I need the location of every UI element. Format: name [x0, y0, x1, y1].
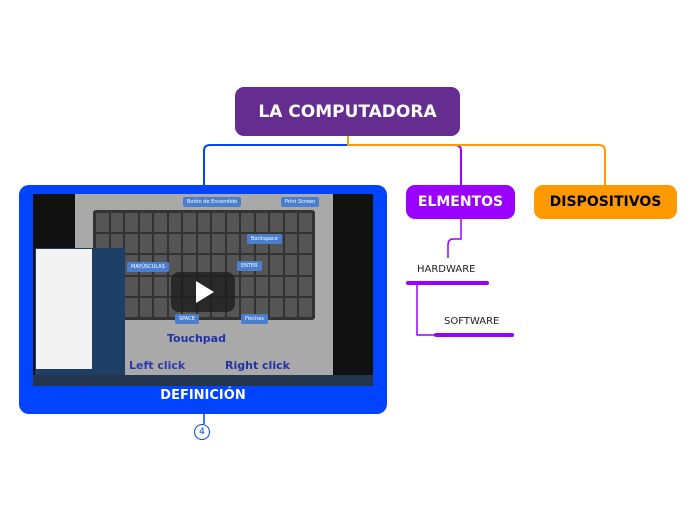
taskbar-image — [33, 375, 373, 386]
video-label: Flechas — [241, 314, 268, 324]
attachment-count-badge[interactable]: 4 — [194, 424, 210, 440]
subtopic-underline — [434, 333, 514, 337]
subtopic-underline — [406, 281, 489, 285]
keyboard-image — [93, 210, 315, 320]
topic-label: ELMENTOS — [417, 194, 504, 210]
topic-definicion[interactable]: Botón de Encendido Print Screen Backspac… — [19, 185, 387, 414]
topic-elmentos[interactable]: ELMENTOS — [406, 185, 515, 219]
video-label: Botón de Encendido — [183, 197, 242, 207]
video-label: Right click — [225, 359, 290, 372]
video-label: Backspace — [247, 234, 282, 244]
play-icon[interactable] — [171, 272, 235, 312]
video-label: MAYÚSCULAS — [127, 262, 169, 272]
subtopic-software[interactable]: SOFTWARE — [444, 316, 500, 327]
video-label: ENTER — [237, 261, 262, 271]
video-label: SPACE — [175, 314, 199, 324]
root-topic[interactable]: LA COMPUTADORA — [235, 87, 460, 136]
laptop-image: Botón de Encendido Print Screen Backspac… — [75, 194, 333, 386]
video-label: Left click — [129, 359, 186, 372]
subtopic-hardware[interactable]: HARDWARE — [417, 264, 476, 275]
topic-label: DEFINICIÓN — [160, 388, 246, 403]
video-label: Touchpad — [167, 332, 226, 345]
topic-label: DISPOSITIVOS — [549, 194, 662, 210]
topic-dispositivos[interactable]: DISPOSITIVOS — [534, 185, 677, 219]
video-label: Print Screen — [281, 197, 320, 207]
start-menu-image — [35, 248, 125, 383]
video-thumbnail[interactable]: Botón de Encendido Print Screen Backspac… — [33, 194, 373, 386]
root-label: LA COMPUTADORA — [258, 101, 437, 122]
